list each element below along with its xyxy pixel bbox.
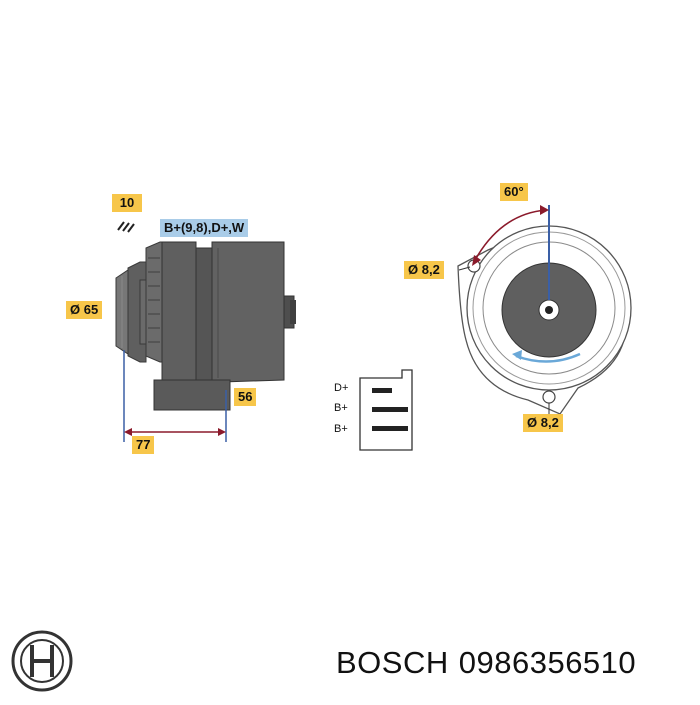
hatch-symbol-icon — [117, 221, 135, 233]
stator-body — [161, 241, 197, 391]
angle-tag: 60° — [500, 183, 528, 201]
mount-hole-bottom-tag: Ø 8,2 — [523, 414, 563, 432]
depth-tag: 56 — [234, 388, 257, 406]
connector-symbol — [359, 369, 413, 451]
terminals-tag: B+(9,8),D+,W — [160, 219, 249, 237]
brand-caption: BOSCH 0986356510 — [336, 645, 646, 681]
alternator-front-view — [457, 205, 632, 415]
rear-housing — [211, 241, 285, 386]
part-number: 0986356510 — [458, 645, 637, 680]
connector-pin-3: B+ — [334, 423, 348, 435]
connector-pin-2: B+ — [334, 402, 348, 414]
mount-hole-top-tag: Ø 8,2 — [404, 261, 444, 279]
alternator-side-view — [115, 221, 296, 442]
angle-arc — [473, 209, 547, 263]
code-tag: 10 — [112, 194, 142, 212]
pulley-diameter-tag: Ø 65 — [66, 301, 103, 319]
rotation-arrow — [515, 352, 581, 363]
connector-pin-1: D+ — [334, 382, 349, 394]
housing-fins — [148, 257, 160, 343]
pulley — [115, 261, 151, 363]
brand-name: BOSCH — [336, 645, 449, 680]
dimension-lines — [123, 350, 227, 442]
bosch-logo-icon — [11, 630, 73, 692]
mounting-foot — [153, 379, 231, 411]
length-tag: 77 — [132, 436, 155, 454]
mount-hole-bottom — [542, 390, 556, 404]
front-housing — [145, 241, 163, 363]
